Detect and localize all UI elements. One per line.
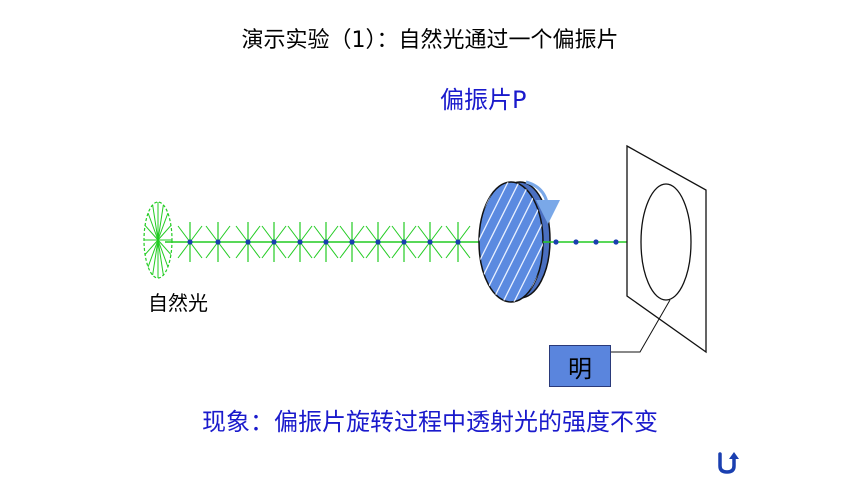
result-bright-label: 明 [568,354,592,383]
transmitted-dot [573,239,579,245]
result-leader-line [611,299,671,353]
perpendicular-vibration-dot [187,239,193,245]
source-ray [144,225,159,241]
perpendicular-vibration-dot [427,239,433,245]
perpendicular-vibration-dot [349,239,355,245]
natural-light-label: 自然光 [148,291,208,315]
rotation-arrow [525,180,560,224]
transmitted-dot [593,239,599,245]
source-ray [152,204,159,241]
transmitted-polarization-dots [553,239,619,245]
polarizer-line [513,182,543,302]
transmitted-dot [613,239,619,245]
u-turn-icon [718,452,739,474]
polarizer-line [502,182,543,302]
source-ray [157,239,164,276]
natural-light-source [143,201,173,279]
perpendicular-vibration-dot [297,239,303,245]
polarizer-line [480,182,542,302]
source-ray [157,204,164,241]
source-ray [157,239,172,255]
perpendicular-vibration-dot [245,239,251,245]
polarizer-disc [478,181,551,303]
source-ray [157,225,172,241]
polarizer-line [479,182,509,302]
polarizer-line [479,182,520,302]
perpendicular-vibration-dot [375,239,381,245]
perpendicular-vibration-dot [401,239,407,245]
perpendicular-vibration-dot [323,239,329,245]
source-ray [157,212,169,241]
source-ray [144,239,159,255]
perpendicular-vibration-dot [271,239,277,245]
source-ray [147,239,159,268]
perpendicular-vibration-dot [455,239,461,245]
phenomenon-text: 现象：偏振片旋转过程中透射光的强度不变 [202,408,658,436]
transmitted-dot [553,239,559,245]
source-ray [157,239,169,268]
return-button[interactable] [712,446,742,476]
incident-polarization-markers [177,222,471,262]
result-bright-box: 明 [549,345,611,387]
observation-screen [626,144,707,354]
perpendicular-vibration-dot [215,239,221,245]
source-ray [147,212,159,241]
polarizer-label: 偏振片P [440,86,527,114]
source-ray [152,239,159,276]
slide-title: 演示实验（1）：自然光通过一个偏振片 [241,28,619,53]
